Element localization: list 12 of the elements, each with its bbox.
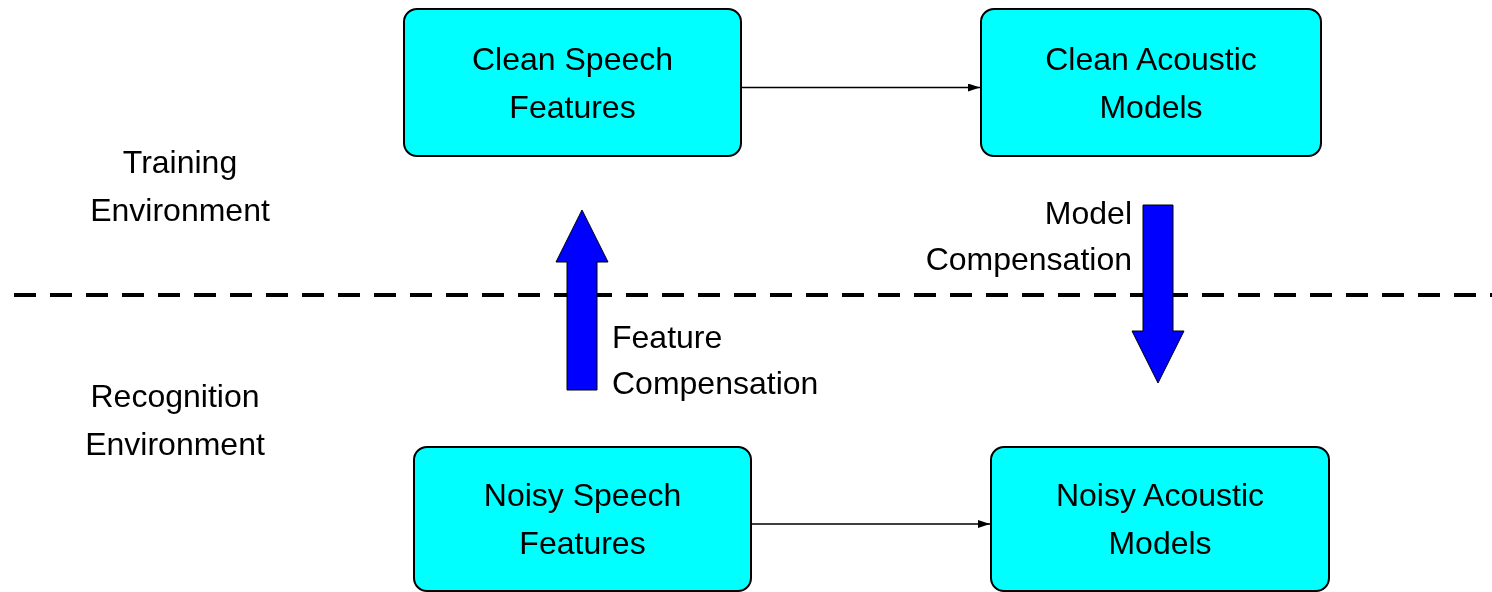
process-box: Noisy Speech Features [413, 446, 752, 592]
environment-label: Recognition Environment [84, 377, 266, 464]
process-box: Noisy Acoustic Models [990, 446, 1330, 592]
block-arrow [555, 209, 609, 391]
arrow [741, 83, 981, 92]
block-arrow [1131, 204, 1185, 384]
process-box: Clean Speech Features [403, 8, 742, 157]
edge-label: Feature Compensation [612, 318, 820, 403]
environment-label: Training Environment [89, 143, 271, 230]
process-box: Clean Acoustic Models [980, 8, 1322, 157]
arrow [751, 520, 991, 528]
edge-label: Model Compensation [924, 194, 1132, 279]
